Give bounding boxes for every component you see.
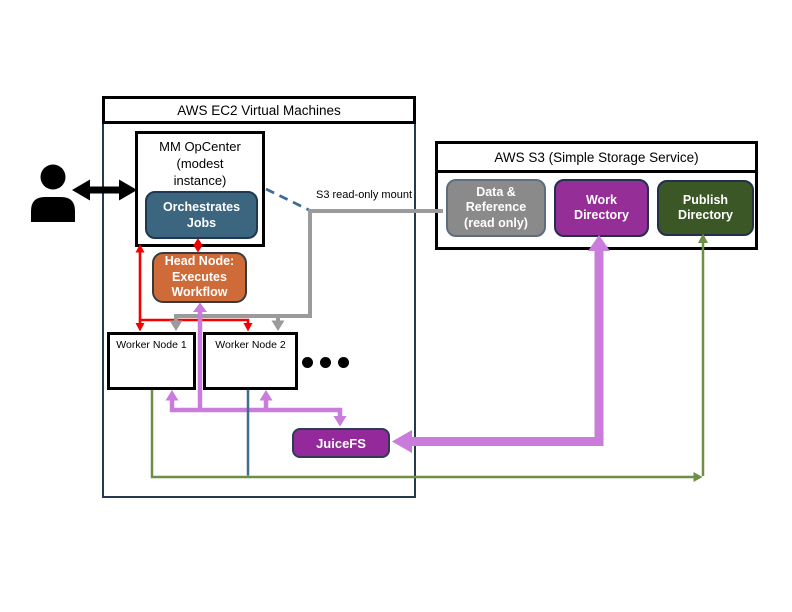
worker-node-2-box: Worker Node 2 [203, 332, 298, 390]
opcenter-box: MM OpCenter (modest instance) Orchestrat… [135, 131, 265, 247]
data-reference-box: Data & Reference (read only) [446, 179, 546, 237]
ec2-group-title: AWS EC2 Virtual Machines [102, 96, 416, 124]
person-body [31, 197, 75, 222]
juicefs-box: JuiceFS [292, 428, 390, 458]
worker-node-1-box: Worker Node 1 [107, 332, 196, 390]
more-workers-dot [302, 357, 313, 368]
more-workers-dot [320, 357, 331, 368]
s3-group-title: AWS S3 (Simple Storage Service) [438, 144, 755, 173]
arrowhead-left [72, 179, 90, 201]
worker-node-2-label: Worker Node 2 [215, 339, 286, 351]
worker-node-1-label: Worker Node 1 [116, 339, 187, 351]
work-directory-box: Work Directory [554, 179, 649, 237]
user-person-icon [31, 164, 75, 222]
s3-group-box: AWS S3 (Simple Storage Service) Data & R… [435, 141, 758, 250]
person-head [40, 164, 66, 190]
s3-mount-label: S3 read-only mount [316, 189, 412, 201]
opcenter-label: MM OpCenter (modest instance) [159, 139, 241, 188]
more-workers-dot [338, 357, 349, 368]
workdir-juicefs-arrow [392, 235, 610, 453]
publish-directory-box: Publish Directory [657, 180, 754, 236]
head-node-box: Head Node: Executes Workflow [152, 252, 247, 303]
orchestrates-jobs-badge: Orchestrates Jobs [145, 191, 258, 239]
